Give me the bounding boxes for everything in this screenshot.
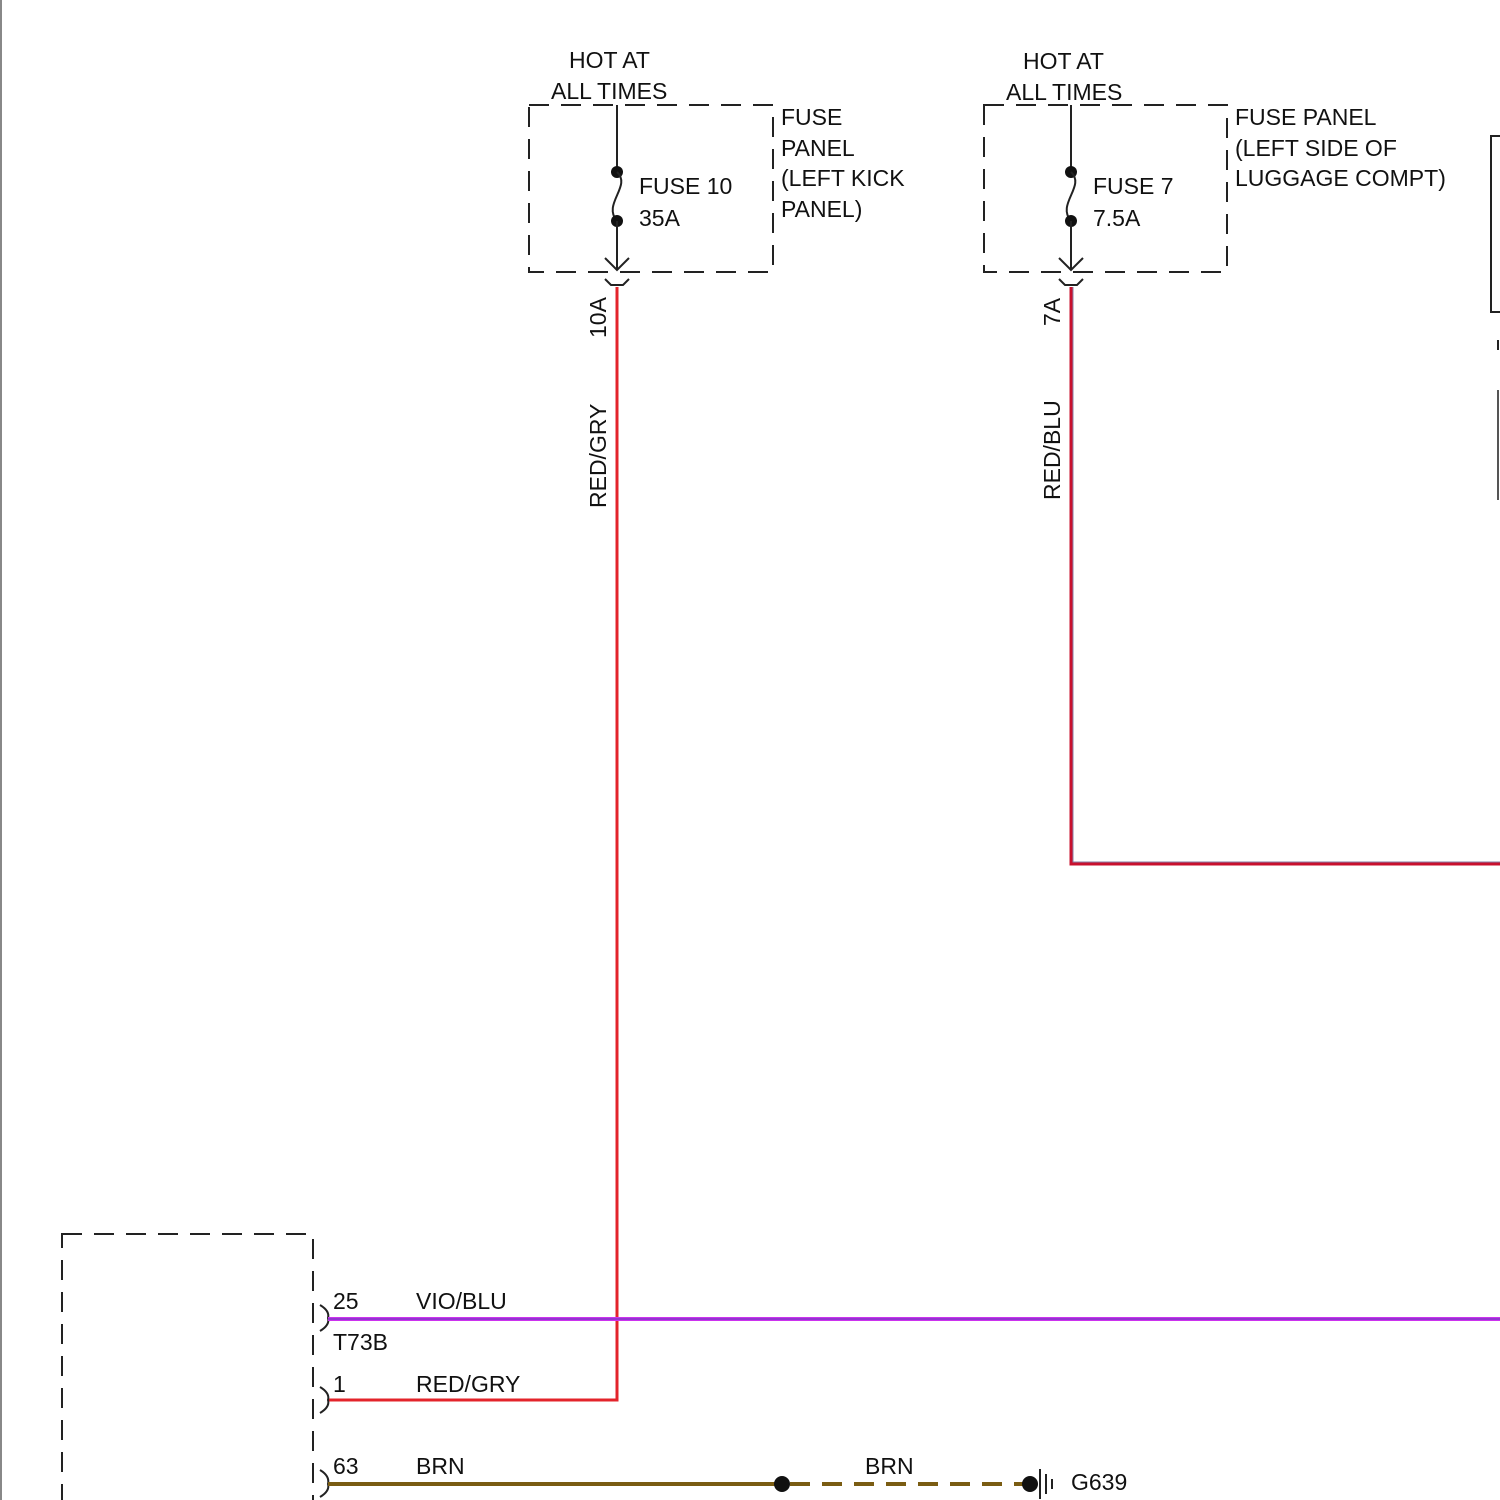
fuse10-hot-line2: ALL TIMES [551, 78, 667, 104]
fuse7-terminal-label: 7A [1039, 297, 1065, 326]
pin25-number: 25 [333, 1288, 359, 1314]
module-box [62, 1234, 313, 1500]
fuse7-group: HOT AT ALL TIMES FUSE 7 7.5A FUSE PANEL … [984, 48, 1446, 500]
connector-name: T73B [333, 1329, 388, 1355]
pin63-wire-label: BRN [416, 1453, 465, 1479]
fuse10-hot-line1: HOT AT [569, 47, 650, 73]
fuse10-rating: 35A [639, 205, 681, 231]
fuse7-hot-line2: ALL TIMES [1006, 79, 1122, 105]
fuse10-panel-line2: PANEL [781, 135, 855, 161]
wire-red-blu-stripe [1073, 287, 1500, 862]
fuse7-hot-line1: HOT AT [1023, 48, 1104, 74]
fuse7-panel-line3: LUGGAGE COMPT) [1235, 165, 1446, 191]
fuse7-wire-label: RED/BLU [1039, 400, 1065, 500]
fuse7-panel-line1: FUSE PANEL [1235, 104, 1377, 130]
pin25-connector-icon [320, 1305, 328, 1331]
fuse7-panel-line2: (LEFT SIDE OF [1235, 135, 1397, 161]
pin1-number: 1 [333, 1371, 346, 1397]
fuse10-wire-label: RED/GRY [585, 404, 611, 508]
fuse10-fuse-icon [613, 172, 622, 221]
fuse7-fuse-icon [1067, 172, 1076, 221]
fuse10-group: HOT AT ALL TIMES FUSE 10 35A FUSE PANEL … [529, 47, 905, 508]
fuse10-panel-line3: (LEFT KICK [781, 165, 905, 191]
wire-red-gry [328, 287, 617, 1400]
fuse10-terminal-label: 10A [585, 296, 611, 338]
ground-dot [1022, 1476, 1038, 1492]
fuse10-name: FUSE 10 [639, 173, 732, 199]
wire-red-blu [1071, 287, 1500, 864]
brn-splice-dot [774, 1476, 790, 1492]
pin63-connector-icon [320, 1470, 328, 1497]
ground-icon [1040, 1469, 1052, 1499]
fuse7-connector-cup-icon [1059, 279, 1083, 285]
ground-name: G639 [1071, 1469, 1127, 1495]
fuse10-connector-cup-icon [605, 279, 629, 285]
ground-wire-label: BRN [865, 1453, 914, 1479]
fuse7-name: FUSE 7 [1093, 173, 1174, 199]
pin1-wire-label: RED/GRY [416, 1371, 520, 1397]
right-component-box-edge [1491, 136, 1500, 312]
pin63-number: 63 [333, 1453, 359, 1479]
pin25-wire-label: VIO/BLU [416, 1288, 507, 1314]
fuse10-panel-line4: PANEL) [781, 196, 862, 222]
fuse7-rating: 7.5A [1093, 205, 1141, 231]
pin1-connector-icon [320, 1387, 328, 1413]
fuse10-panel-line1: FUSE [781, 104, 842, 130]
